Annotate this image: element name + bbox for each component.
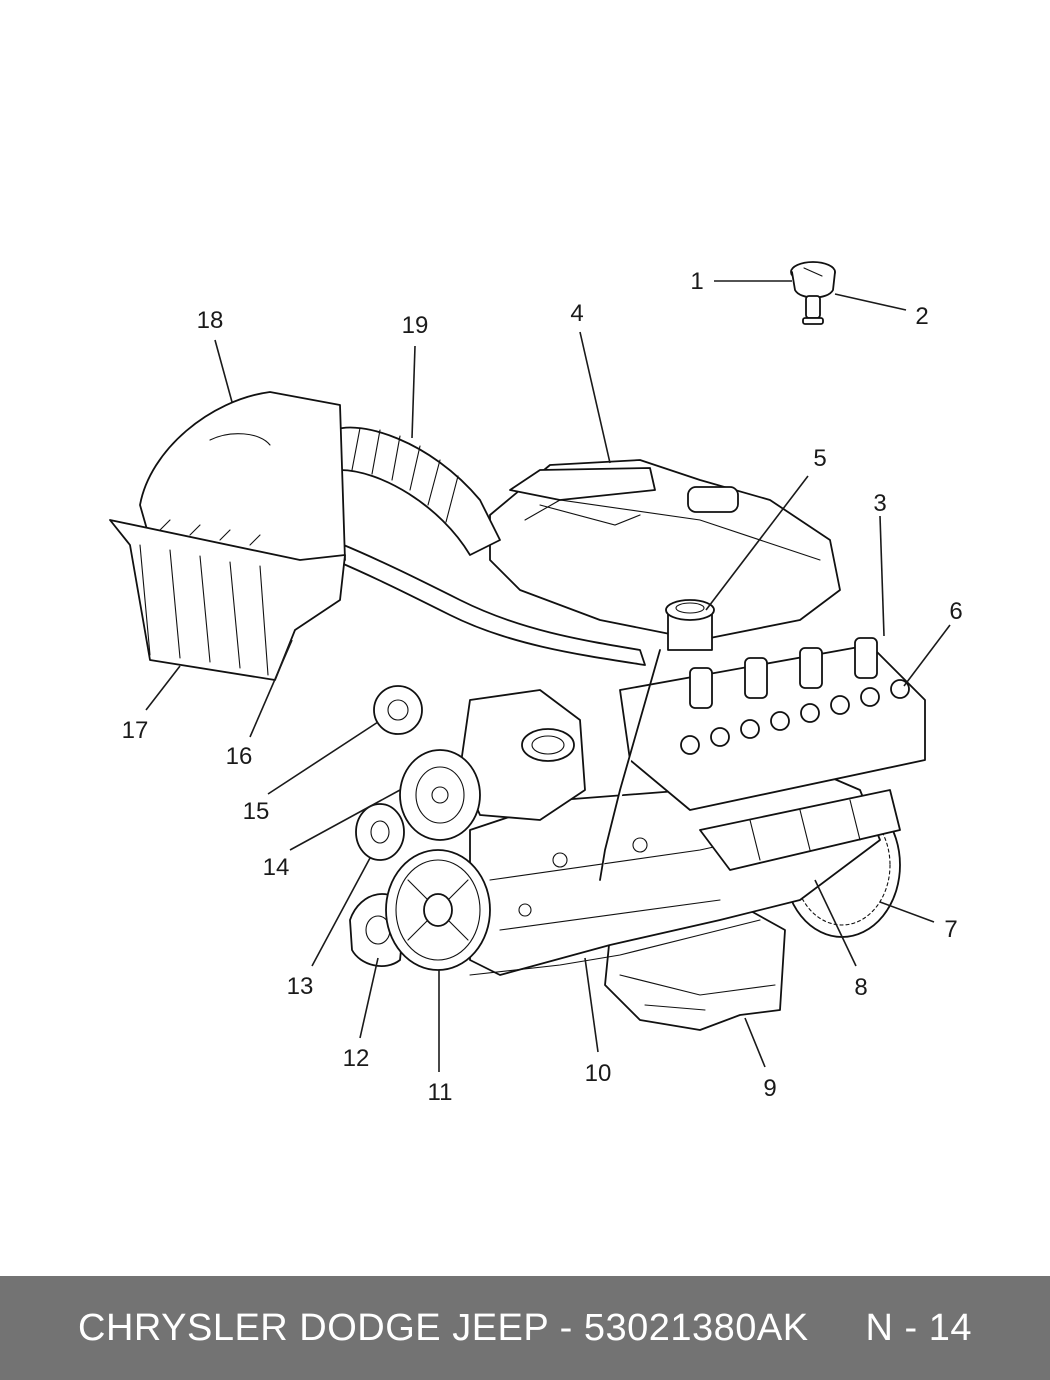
ignition-coil-row — [689, 637, 878, 709]
idler-pulley-upper — [373, 685, 423, 735]
callout-labels: 1 2 3 4 5 6 7 8 9 10 11 12 13 14 15 16 1… — [122, 268, 963, 1106]
leader-5 — [705, 475, 809, 611]
leader-14 — [289, 789, 401, 851]
callout-13: 13 — [287, 973, 314, 1000]
air-cleaner-part — [109, 391, 346, 681]
exhaust-manifold-part — [699, 789, 901, 871]
callout-16: 16 — [226, 743, 253, 770]
leader-9 — [744, 1017, 766, 1068]
leader-3 — [879, 515, 885, 637]
callout-11: 11 — [428, 1079, 453, 1106]
fan-pulley-part — [399, 749, 481, 841]
leader-16 — [249, 639, 293, 738]
leader-2 — [834, 293, 907, 311]
idler-pulley-lower — [355, 803, 405, 861]
callout-14: 14 — [263, 854, 290, 881]
callout-1: 1 — [690, 268, 703, 295]
callout-17: 17 — [122, 717, 149, 744]
callout-5: 5 — [813, 445, 826, 472]
callout-4: 4 — [570, 300, 583, 327]
leader-10 — [584, 957, 599, 1053]
cylinder-head-part — [619, 637, 926, 811]
page-reference: N - 14 — [865, 1306, 972, 1349]
spark-plug-row — [680, 679, 910, 755]
callout-19: 19 — [402, 312, 429, 339]
callout-12: 12 — [343, 1045, 370, 1072]
air-intake-hose-part — [334, 426, 501, 556]
callout-8: 8 — [854, 974, 867, 1001]
water-pump-part — [459, 689, 586, 821]
callout-9: 9 — [763, 1075, 776, 1102]
callout-6: 6 — [949, 598, 962, 625]
leader-18 — [214, 339, 233, 403]
dipstick-tube — [599, 649, 661, 881]
oil-filter-cap-part — [790, 261, 836, 325]
leader-8 — [814, 879, 857, 967]
leader-7 — [879, 901, 935, 923]
part-number-text: CHRYSLER DODGE JEEP - 53021380AK — [78, 1306, 809, 1349]
callout-3: 3 — [873, 490, 886, 517]
engine-illustration — [109, 261, 926, 1031]
leader-15 — [267, 721, 379, 795]
leader-6 — [903, 624, 951, 687]
oil-line — [469, 919, 761, 976]
leader-lines — [145, 280, 951, 1072]
callout-2: 2 — [915, 303, 928, 330]
leader-13 — [311, 857, 371, 967]
leader-12 — [359, 957, 379, 1039]
oil-filler-part — [665, 599, 715, 651]
callout-18: 18 — [197, 307, 224, 334]
intake-manifold-part — [489, 459, 841, 641]
leader-4 — [579, 331, 611, 464]
leader-19 — [411, 345, 416, 439]
footer-bar: CHRYSLER DODGE JEEP - 53021380AK N - 14 — [0, 1276, 1050, 1380]
engine-exploded-diagram: 1 2 3 4 5 6 7 8 9 10 11 12 13 14 15 16 1… — [109, 261, 963, 1106]
leader-17 — [145, 665, 181, 711]
callout-10: 10 — [585, 1060, 612, 1087]
crank-damper-part — [385, 849, 491, 971]
callout-15: 15 — [243, 798, 270, 825]
callout-7: 7 — [944, 916, 957, 943]
